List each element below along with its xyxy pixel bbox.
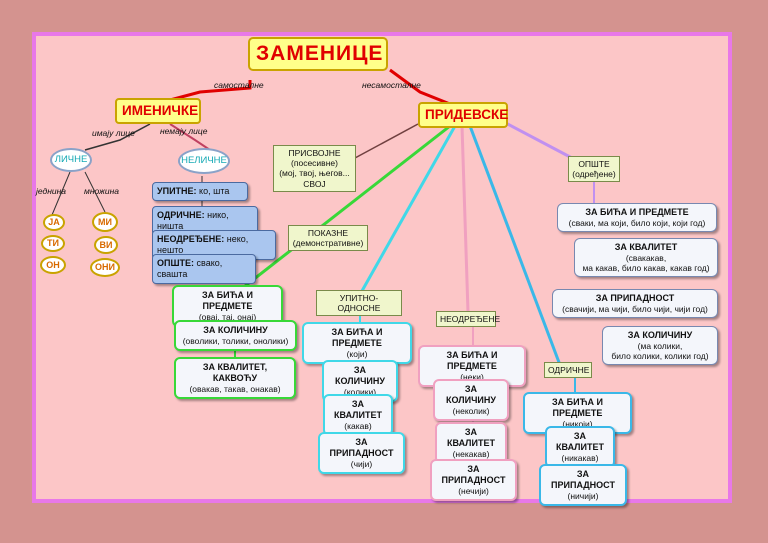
edge-opste bbox=[499, 118, 573, 160]
edge-imaju bbox=[84, 123, 151, 151]
edge-odricne bbox=[468, 125, 562, 366]
edge-label-imaju-lice: имају лице bbox=[92, 128, 135, 138]
node-nelicne: НЕЛИЧНЕ bbox=[178, 148, 230, 174]
nelicne-opste: ОПШТЕ: свако, свашта bbox=[152, 254, 256, 284]
edge-jednina bbox=[51, 171, 71, 216]
neodredjene-pripadnost: ЗА ПРИПАДНОСТ(нечији) bbox=[430, 459, 517, 501]
edge-samostalne bbox=[169, 80, 252, 102]
edge-pokazne bbox=[239, 124, 451, 292]
pronoun-oni: ОНИ bbox=[90, 258, 120, 277]
pronoun-ti: ТИ bbox=[41, 235, 65, 252]
neodredjene-kolicina: ЗА КОЛИЧИНУ(неколик) bbox=[433, 379, 509, 421]
upitne-pripadnost: ЗА ПРИПАДНОСТ(чији) bbox=[318, 432, 405, 474]
edge-label-nemaju-lice: немају лице bbox=[160, 126, 208, 136]
label-mnozina: множина bbox=[84, 186, 120, 196]
pronoun-ja: ЈА bbox=[43, 214, 65, 231]
edge-nesamostalne bbox=[389, 68, 451, 106]
page-title: ЗАМЕНИЦЕ bbox=[248, 37, 388, 71]
opste-kolicina: ЗА КОЛИЧИНУ(ма колики,било колики, колик… bbox=[602, 326, 718, 366]
opste-kvalitet: ЗА КВАЛИТЕТ(свакакав,ма какав, било кака… bbox=[574, 238, 718, 278]
node-neodredjene: НЕОДРЕЂЕНЕ bbox=[436, 311, 500, 328]
pokazne-kolicina: ЗА КОЛИЧИНУ(оволики, толики, онолики) bbox=[174, 320, 297, 351]
edge-mnozina bbox=[84, 171, 106, 213]
pronoun-on: ОН bbox=[40, 256, 66, 274]
node-licne: ЛИЧНЕ bbox=[50, 148, 92, 172]
opste-pripadnost: ЗА ПРИПАДНОСТ(свачији, ма чији, било чиј… bbox=[552, 289, 718, 318]
nelicne-upitne: УПИТНЕ: ко, шта bbox=[152, 182, 248, 201]
category-imenicke: ИМЕНИЧКЕ bbox=[115, 98, 201, 125]
edge-nemaju bbox=[169, 123, 211, 151]
pronoun-mi: МИ bbox=[92, 212, 118, 232]
upitne-bica: ЗА БИЋА И ПРЕДМЕТЕ(који) bbox=[302, 322, 412, 364]
node-pokazne: ПОКАЗНЕ (демонстративне) bbox=[288, 225, 368, 252]
odricne-pripadnost: ЗА ПРИПАДНОСТ(ничији) bbox=[539, 464, 627, 506]
edge-label-samostalne: самосталне bbox=[214, 80, 264, 90]
node-opste: ОПШТЕ (одређене) bbox=[568, 156, 620, 183]
edge-prisvojne bbox=[354, 123, 419, 159]
node-odricne: ОДРИЧНЕ bbox=[544, 362, 592, 379]
pokazne-bica: ЗА БИЋА И ПРЕДМЕТЕ(овај, тај, онај) bbox=[172, 285, 283, 327]
edge-neodredjene bbox=[460, 125, 470, 313]
edge-upitne bbox=[356, 125, 457, 299]
odricne-bica: ЗА БИЋА И ПРЕДМЕТЕ(никоји) bbox=[523, 392, 632, 434]
odricne-kvalitet: ЗА КВАЛИТЕТ(никакав) bbox=[545, 426, 615, 468]
pokazne-kvalitet: ЗА КВАЛИТЕТ, КАКВОЋУ(овакав, такав, онак… bbox=[174, 357, 296, 399]
label-jednina: једнина bbox=[36, 186, 67, 196]
category-pridevske: ПРИДЕВСКЕ bbox=[418, 102, 508, 129]
node-prisvojne: ПРИСВОЈНЕ (посесивне) (мој, твој, његов.… bbox=[273, 145, 356, 192]
edge-label-nesamostalne: несамосталне bbox=[362, 80, 421, 90]
opste-bica: ЗА БИЋА И ПРЕДМЕТЕ(сваки, ма који, било … bbox=[557, 203, 717, 232]
pronoun-vi: ВИ bbox=[94, 236, 118, 254]
node-upitne: УПИТНО-ОДНОСНЕ bbox=[316, 290, 402, 317]
upitne-kvalitet: ЗА КВАЛИТЕТ(какав) bbox=[323, 394, 393, 436]
neodredjene-kvalitet: ЗА КВАЛИТЕТ(некакав) bbox=[435, 422, 507, 464]
